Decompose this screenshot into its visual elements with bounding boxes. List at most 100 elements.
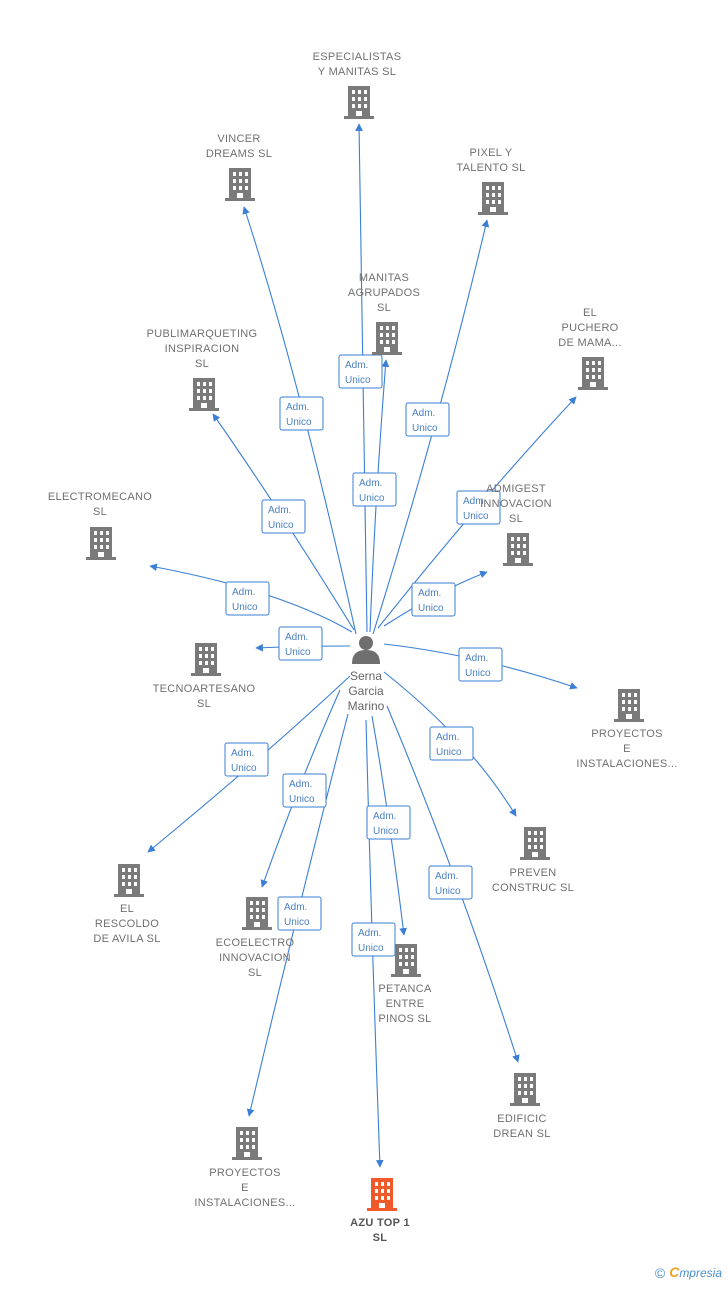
edge-label-box [405, 402, 450, 437]
company-name-line: Y MANITAS SL [318, 66, 396, 78]
company-name-line: ESPECIALISTAS [313, 51, 402, 63]
building-icon [478, 182, 508, 215]
edge-label-box [351, 922, 396, 957]
edge-label-especialistas[interactable]: Adm.Unico [338, 354, 383, 389]
edge-label-admigest[interactable]: Adm.Unico [411, 582, 456, 617]
company-name-line: MANITAS [359, 272, 409, 284]
company-node-ecoelectro[interactable]: ECOELECTRO INNOVACION SL [216, 897, 295, 979]
edge-label-vincer[interactable]: Adm.Unico [279, 396, 324, 431]
edge-label-proyectos2[interactable]: Adm.Unico [277, 896, 322, 931]
building-icon [344, 86, 374, 119]
company-name-line: INSPIRACION [165, 343, 240, 355]
edge-label-edificic[interactable]: Adm.Unico [428, 865, 473, 900]
company-name-line: DE AVILA SL [93, 933, 160, 945]
edge-label-text: Adm. [418, 588, 441, 599]
edge-label-publimarqueting[interactable]: Adm.Unico [261, 499, 306, 534]
company-name-line: SL [509, 513, 523, 525]
building-icon [232, 1127, 262, 1160]
edge-label-text: Adm. [465, 653, 488, 664]
company-node-especialistas[interactable]: ESPECIALISTAS Y MANITAS SL [313, 51, 402, 119]
building-icon [503, 533, 533, 566]
company-name-line: EL [120, 903, 134, 915]
company-name-line: ELECTROMECANO [48, 491, 152, 503]
building-icon [372, 322, 402, 355]
company-name-line: VINCER [217, 133, 260, 145]
company-name-line: SL [248, 967, 262, 979]
edge-label-text: Adm. [289, 779, 312, 790]
building-icon [189, 378, 219, 411]
edge-label-text: Adm. [463, 496, 486, 507]
edge-label-box [456, 490, 501, 525]
company-name-line: PUCHERO [561, 322, 618, 334]
company-name-line: PIXEL Y [469, 147, 512, 159]
company-node-azu[interactable]: AZU TOP 1SL [350, 1178, 410, 1244]
edge-label-text: Unico [289, 794, 315, 805]
brand-initial: C [669, 1264, 680, 1280]
edge-label-proyectos1[interactable]: Adm.Unico [458, 647, 503, 682]
company-name-line: PETANCA [378, 983, 432, 995]
company-node-proyectos1[interactable]: PROYECTOSEINSTALACIONES... [576, 689, 677, 770]
company-name-line: INSTALACIONES... [194, 1197, 295, 1209]
edge-label-text: Adm. [373, 811, 396, 822]
building-icon [191, 643, 221, 676]
edge-label-puchero[interactable]: Adm. Unico [456, 490, 501, 525]
company-name-line: EDIFICIC [497, 1113, 546, 1125]
edge-label-text: Unico [373, 826, 399, 837]
edge-label-text: Adm. [412, 408, 435, 419]
company-name-line: PREVEN [509, 867, 556, 879]
edge-label-ecoelectro[interactable]: Adm. Unico [282, 773, 327, 808]
center-person[interactable]: Serna Garcia Marino [348, 636, 385, 713]
edge-label-electromecano[interactable]: Adm.Unico [225, 581, 270, 616]
edge-label-box [366, 805, 411, 840]
edge-label-text: Adm. [284, 902, 307, 913]
company-name-line: TECNOARTESANO [153, 683, 256, 695]
edge-label-tecnoartesano[interactable]: Adm. Unico [278, 626, 323, 661]
edge-label-box [224, 742, 269, 777]
edge-label-box [352, 472, 397, 507]
edge-label-text: Adm. [359, 478, 382, 489]
building-icon [520, 827, 550, 860]
edge-label-rescoldo[interactable]: Adm.Unico [224, 742, 269, 777]
edge-label-box [279, 396, 324, 431]
company-name-line: ECOELECTRO [216, 937, 295, 949]
center-label-line: Garcia [348, 684, 384, 698]
edge-label-box [458, 647, 503, 682]
edge-label-box [428, 865, 473, 900]
company-name-line: INNOVACION [219, 952, 291, 964]
edge-label-text: Unico [358, 943, 384, 954]
brand-name: mpresia [679, 1266, 722, 1280]
edge-label-petanca[interactable]: Adm. Unico [366, 805, 411, 840]
edge-label-text: Adm. [345, 360, 368, 371]
company-name-line: ADMIGEST [486, 483, 546, 495]
edge-label-text: Adm. [231, 748, 254, 759]
edge-label-text: Adm. [285, 632, 308, 643]
edge-label-preven[interactable]: Adm.Unico [429, 726, 474, 761]
company-node-proyectos2[interactable]: PROYECTOSEINSTALACIONES... [194, 1127, 295, 1209]
building-icon [114, 864, 144, 897]
edge-label-pixel[interactable]: Adm.Unico [405, 402, 450, 437]
edge-label-text: Unico [463, 511, 489, 522]
edge-label-box [225, 581, 270, 616]
edge-label-text: Unico [285, 647, 311, 658]
edge-label-manitas[interactable]: Adm.Unico [352, 472, 397, 507]
edge-label-text: Unico [232, 602, 258, 613]
edge-label-azu[interactable]: Adm.Unico [351, 922, 396, 957]
copyright-footer: © Cmpresia [655, 1264, 722, 1282]
center-label-line: Serna [350, 669, 382, 683]
edge-label-box [278, 626, 323, 661]
building-icon [242, 897, 272, 930]
company-name-line: PROYECTOS [591, 728, 663, 740]
